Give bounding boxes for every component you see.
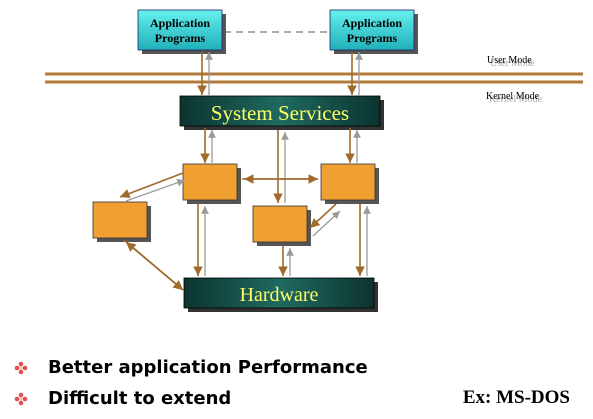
bullet-text: Difficult to extend <box>48 388 232 409</box>
system-services-label: System Services <box>211 101 349 125</box>
svg-text:User Mode: User Mode <box>490 58 535 69</box>
svg-text:User Mode: User Mode <box>487 55 532 66</box>
user-mode-label: User Mode User Mode <box>487 55 535 69</box>
services-to-modules-arrows <box>200 128 361 203</box>
hardware-label: Hardware <box>240 284 319 306</box>
app-right-line2: Programs <box>347 31 398 45</box>
kernel-mode-label: Kernel Mode Kernel Mode <box>486 91 543 105</box>
app-left-line2: Programs <box>155 31 206 45</box>
example-label: Ex: MS-DOS <box>462 387 570 408</box>
svg-text:Kernel Mode: Kernel Mode <box>489 94 543 105</box>
bullet-item: Better application Performance <box>14 352 584 383</box>
module-top-left <box>182 163 241 204</box>
application-programs-left: Application Programs <box>137 9 226 54</box>
flower-bullet-icon <box>14 361 28 374</box>
flower-bullet-icon <box>14 392 28 405</box>
bullet-item: Difficult to extend Ex: MS-DOS <box>14 383 584 414</box>
bullet-text: Better application Performance <box>48 357 368 378</box>
monolithic-os-diagram: Application Programs Application Program… <box>45 9 583 312</box>
svg-text:Kernel Mode: Kernel Mode <box>486 91 540 102</box>
system-services-layer: System Services <box>179 95 384 130</box>
module-center <box>252 205 311 246</box>
application-programs-right: Application Programs <box>329 9 418 54</box>
modules-to-hardware-arrows <box>123 204 371 291</box>
module-top-right <box>320 163 379 204</box>
bullet-list: Better application Performance Difficult… <box>14 352 584 414</box>
module-left <box>92 201 151 242</box>
hardware-layer: Hardware <box>183 277 378 312</box>
inter-module-arrows <box>119 172 341 237</box>
app-to-services-arrows <box>197 52 363 95</box>
app-right-line1: Application <box>342 16 402 30</box>
app-left-line1: Application <box>150 16 210 30</box>
